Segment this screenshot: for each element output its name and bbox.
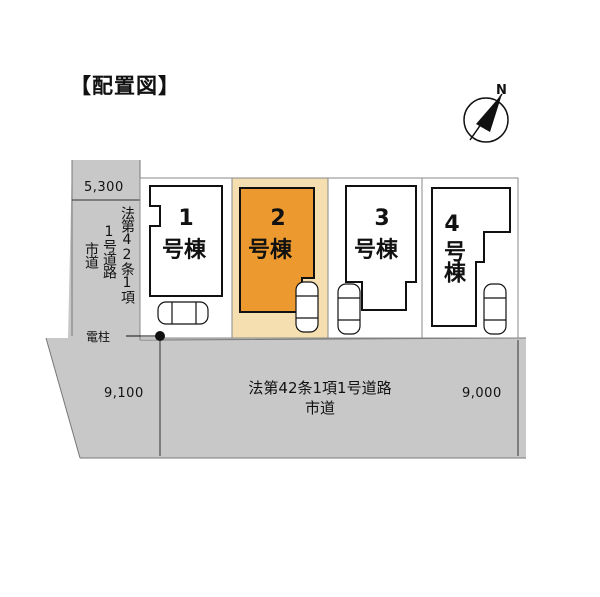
dim-side-road: 5,300 — [84, 180, 124, 195]
building-4-number: 4 — [444, 212, 460, 237]
dim-main-road-right: 9,000 — [462, 386, 502, 401]
side-road-label-1: 法第42条1項 — [119, 206, 135, 303]
building-4-label: 号棟 — [440, 240, 465, 282]
side-road — [46, 160, 526, 458]
car-icon — [295, 281, 319, 333]
utility-pole-label: 電柱 — [86, 330, 111, 344]
building-1-label: 号棟 — [162, 238, 207, 263]
compass-icon — [463, 93, 509, 143]
building-3-outline — [345, 185, 417, 311]
utility-pole-icon — [155, 331, 165, 341]
car-icon — [157, 301, 209, 325]
car-icon — [483, 283, 507, 335]
building-3-label: 号棟 — [354, 238, 399, 263]
side-road-label-3: 市道 — [83, 242, 99, 268]
building-1-number: 1 — [178, 206, 194, 231]
building-3-number: 3 — [374, 206, 390, 231]
dim-main-road-left: 9,100 — [104, 386, 144, 401]
car-icon — [337, 283, 361, 335]
page-title: 【配置図】 — [70, 74, 180, 98]
side-road-label-2: 1号道路 — [101, 224, 117, 278]
building-4-outline — [431, 187, 511, 327]
main-road-label-2: 市道 — [304, 399, 335, 417]
building-2-number: 2 — [270, 206, 286, 231]
building-2-outline — [239, 187, 315, 313]
main-road-label: 法第42条1項1号道路 市道 — [200, 378, 440, 418]
building-1-outline — [149, 185, 223, 297]
north-label: N — [496, 83, 507, 98]
main-road-label-1: 法第42条1項1号道路 — [248, 379, 392, 397]
building-2-label: 号棟 — [248, 238, 293, 263]
